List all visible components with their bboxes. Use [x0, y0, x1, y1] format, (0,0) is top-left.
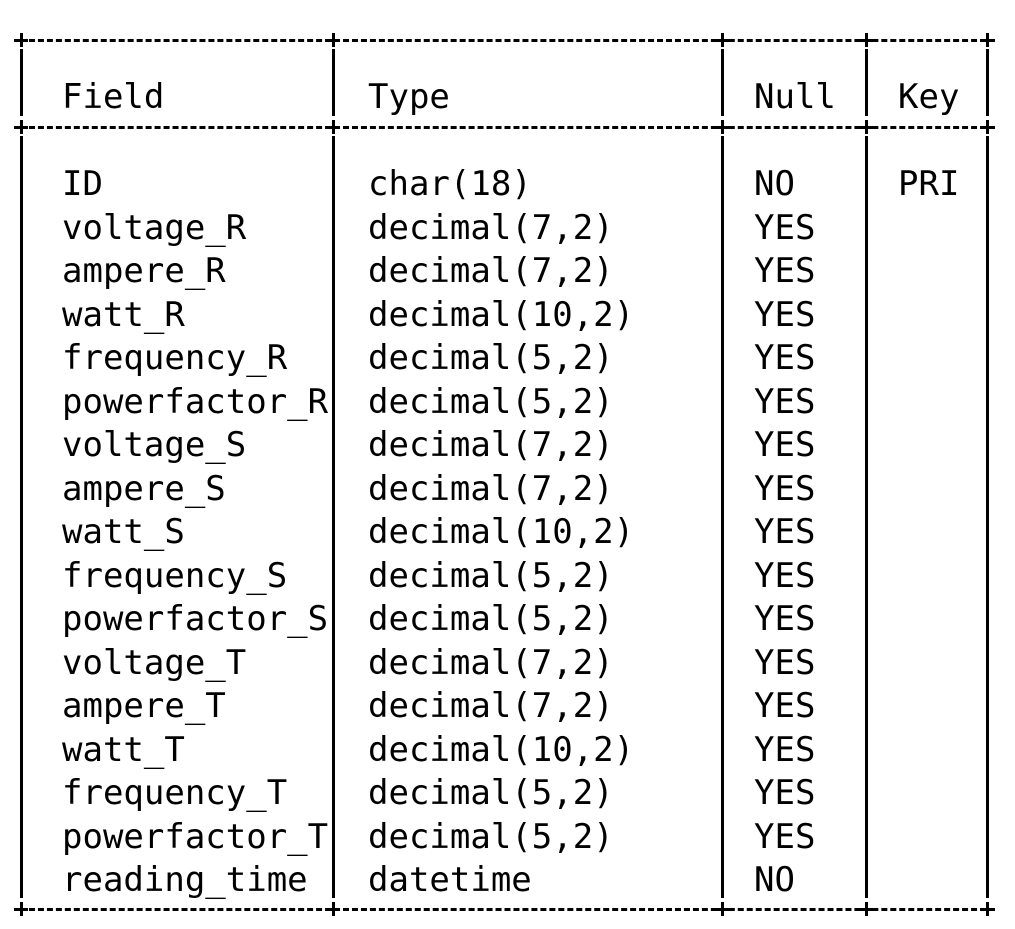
column-border	[20, 136, 23, 898]
table-cell: PRI	[898, 164, 960, 204]
border-junction	[859, 902, 873, 916]
table-cell: decimal(5,2)	[368, 599, 614, 639]
table-cell: YES	[754, 468, 816, 509]
table-cell: YES	[754, 729, 816, 770]
column-border	[721, 49, 724, 116]
column-border	[20, 49, 23, 116]
table-cell: decimal(7,2)	[368, 686, 614, 726]
table-cell: decimal(7,2)	[368, 251, 614, 291]
table-cell: voltage_R	[62, 207, 247, 248]
table-cell: decimal(7,2)	[368, 642, 614, 683]
border-junction	[715, 902, 729, 916]
top-border	[20, 39, 995, 42]
table-cell: YES	[754, 251, 816, 291]
table-cell: YES	[754, 773, 816, 813]
table-cell: decimal(7,2)	[368, 207, 614, 248]
bottom-border	[20, 908, 995, 911]
column-border	[986, 136, 989, 898]
header-field: Field	[62, 77, 165, 117]
table-cell: ampere_R	[62, 251, 226, 291]
table-cell: YES	[754, 816, 816, 857]
table-cell: YES	[754, 294, 816, 335]
table-cell: frequency_S	[62, 555, 288, 596]
table-cell: decimal(10,2)	[368, 729, 635, 770]
header-key: Key	[898, 77, 960, 117]
table-cell: reading_time	[62, 860, 308, 900]
table-cell: frequency_T	[62, 773, 288, 813]
table-cell: decimal(7,2)	[368, 425, 614, 465]
border-junction	[326, 120, 340, 134]
border-junction	[14, 120, 28, 134]
table-cell: YES	[754, 686, 816, 726]
table-cell: voltage_T	[62, 642, 247, 683]
border-junction	[14, 902, 28, 916]
table-cell: YES	[754, 425, 816, 465]
table-cell: ampere_S	[62, 468, 226, 509]
table-cell: watt_R	[62, 294, 185, 335]
table-cell: YES	[754, 381, 816, 422]
column-border	[865, 136, 868, 898]
table-cell: decimal(5,2)	[368, 773, 614, 813]
table-cell: powerfactor_S	[62, 599, 329, 639]
border-junction	[715, 33, 729, 47]
table-cell: decimal(5,2)	[368, 555, 614, 596]
table-cell: decimal(5,2)	[368, 338, 614, 378]
border-junction	[14, 33, 28, 47]
column-border	[865, 49, 868, 116]
table-cell: YES	[754, 642, 816, 683]
table-cell: voltage_S	[62, 425, 247, 465]
border-junction	[980, 902, 994, 916]
column-border	[721, 136, 724, 898]
border-junction	[980, 33, 994, 47]
table-cell: powerfactor_R	[62, 381, 329, 422]
table-cell: NO	[754, 860, 795, 900]
header-type: Type	[368, 77, 450, 117]
table-cell: decimal(5,2)	[368, 816, 614, 857]
border-junction	[980, 120, 994, 134]
table-cell: frequency_R	[62, 338, 288, 378]
column-border	[332, 136, 335, 898]
border-junction	[326, 33, 340, 47]
border-junction	[859, 120, 873, 134]
table-cell: decimal(10,2)	[368, 512, 635, 552]
table-cell: YES	[754, 207, 816, 248]
table-cell: datetime	[368, 860, 532, 900]
table-cell: decimal(10,2)	[368, 294, 635, 335]
border-junction	[326, 902, 340, 916]
table-cell: ID	[62, 164, 103, 204]
table-cell: watt_S	[62, 512, 185, 552]
table-cell: YES	[754, 599, 816, 639]
table-cell: YES	[754, 338, 816, 378]
header-null: Null	[754, 77, 836, 117]
table-cell: ampere_T	[62, 686, 226, 726]
table-cell: powerfactor_T	[62, 816, 329, 857]
table-cell: decimal(5,2)	[368, 381, 614, 422]
header-separator	[20, 126, 995, 129]
border-junction	[715, 120, 729, 134]
table-cell: NO	[754, 164, 795, 204]
table-cell: decimal(7,2)	[368, 468, 614, 509]
column-border	[332, 49, 335, 116]
border-junction	[859, 33, 873, 47]
table-cell: char(18)	[368, 164, 532, 204]
table-cell: YES	[754, 555, 816, 596]
table-cell: YES	[754, 512, 816, 552]
column-border	[986, 49, 989, 116]
table-cell: watt_T	[62, 729, 185, 770]
